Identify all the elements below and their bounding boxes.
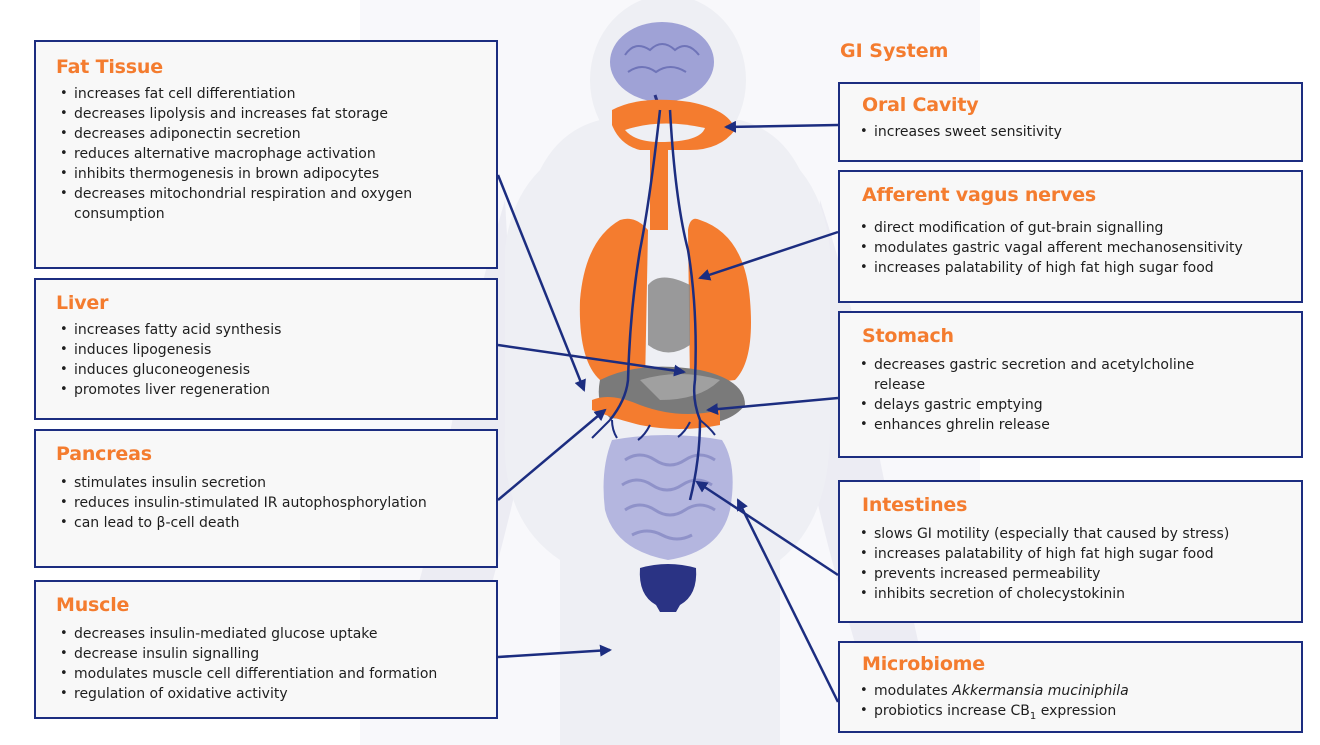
item-text: modulates: [874, 683, 952, 699]
brain: [610, 22, 714, 102]
list-item: direct modification of gut-brain signall…: [858, 218, 1301, 238]
muscle-list: decreases insulin-mediated glucose uptak…: [36, 616, 496, 704]
gi-system-title: GI System: [840, 40, 948, 62]
list-item: prevents increased permeability: [858, 564, 1301, 584]
item-text: probiotics increase CB: [874, 703, 1030, 719]
list-item: can lead to β-cell death: [58, 513, 496, 533]
list-item: enhances ghrelin release: [858, 415, 1301, 435]
list-item: inhibits secretion of cholecystokinin: [858, 584, 1301, 604]
stomach-box: Stomach decreases gastric secretion and …: [838, 311, 1303, 458]
pancreas-box: Pancreas stimulates insulin secretion re…: [34, 429, 498, 568]
liver-title: Liver: [36, 280, 496, 314]
list-item: increases fat cell differentiation: [58, 84, 496, 104]
afferent-vagus-title: Afferent vagus nerves: [840, 172, 1301, 206]
list-item: slows GI motility (especially that cause…: [858, 524, 1301, 544]
list-item: modulates Akkermansia muciniphila: [858, 681, 1301, 701]
list-item: reduces alternative macrophage activatio…: [58, 144, 496, 164]
list-item: reduces insulin-stimulated IR autophosph…: [58, 493, 496, 513]
muscle-box: Muscle decreases insulin-mediated glucos…: [34, 580, 498, 719]
list-item: regulation of oxidative activity: [58, 684, 496, 704]
list-item: decreases lipolysis and increases fat st…: [58, 104, 496, 124]
afferent-vagus-box: Afferent vagus nerves direct modificatio…: [838, 170, 1303, 303]
stomach-title: Stomach: [840, 313, 1301, 347]
list-item: promotes liver regeneration: [58, 380, 496, 400]
list-item: inhibits thermogenesis in brown adipocyt…: [58, 164, 496, 184]
list-item: increases palatability of high fat high …: [858, 258, 1301, 278]
list-item: decreases insulin-mediated glucose uptak…: [58, 624, 496, 644]
liver-list: increases fatty acid synthesis induces l…: [36, 314, 496, 400]
item-text-suffix: expression: [1036, 703, 1116, 719]
oral-cavity-list: increases sweet sensitivity: [840, 116, 1301, 142]
fat-tissue-list: increases fat cell differentiation decre…: [36, 78, 496, 224]
pancreas-list: stimulates insulin secretion reduces ins…: [36, 465, 496, 533]
list-item: induces gluconeogenesis: [58, 360, 496, 380]
heart: [648, 278, 690, 353]
oral-cavity-title: Oral Cavity: [840, 84, 1301, 116]
list-item: decreases adiponectin secretion: [58, 124, 496, 144]
muscle-title: Muscle: [36, 582, 496, 616]
afferent-vagus-list: direct modification of gut-brain signall…: [840, 206, 1301, 278]
list-item: probiotics increase CB1 expression: [858, 701, 1301, 727]
species-name: Akkermansia muciniphila: [952, 683, 1128, 699]
microbiome-list: modulates Akkermansia muciniphila probio…: [840, 675, 1301, 727]
list-item: increases sweet sensitivity: [858, 122, 1301, 142]
fat-tissue-box: Fat Tissue increases fat cell differenti…: [34, 40, 498, 269]
intestines-list: slows GI motility (especially that cause…: [840, 516, 1301, 604]
microbiome-box: Microbiome modulates Akkermansia mucinip…: [838, 641, 1303, 733]
stomach-list: decreases gastric secretion and acetylch…: [840, 347, 1301, 435]
oral-cavity-box: Oral Cavity increases sweet sensitivity: [838, 82, 1303, 162]
list-item: decreases mitochondrial respiration and …: [58, 184, 496, 224]
list-item: modulates gastric vagal afferent mechano…: [858, 238, 1301, 258]
liver-box: Liver increases fatty acid synthesis ind…: [34, 278, 498, 420]
list-item: increases palatability of high fat high …: [858, 544, 1301, 564]
list-item: modulates muscle cell differentiation an…: [58, 664, 496, 684]
pancreas-title: Pancreas: [36, 431, 496, 465]
list-item: decrease insulin signalling: [58, 644, 496, 664]
list-item: induces lipogenesis: [58, 340, 496, 360]
list-item: stimulates insulin secretion: [58, 473, 496, 493]
list-item: delays gastric emptying: [858, 395, 1301, 415]
list-item: increases fatty acid synthesis: [58, 320, 496, 340]
intestines-title: Intestines: [840, 482, 1301, 516]
fat-tissue-title: Fat Tissue: [36, 42, 496, 78]
microbiome-title: Microbiome: [840, 643, 1301, 675]
intestines-box: Intestines slows GI motility (especially…: [838, 480, 1303, 623]
list-item: decreases gastric secretion and acetylch…: [858, 355, 1301, 395]
